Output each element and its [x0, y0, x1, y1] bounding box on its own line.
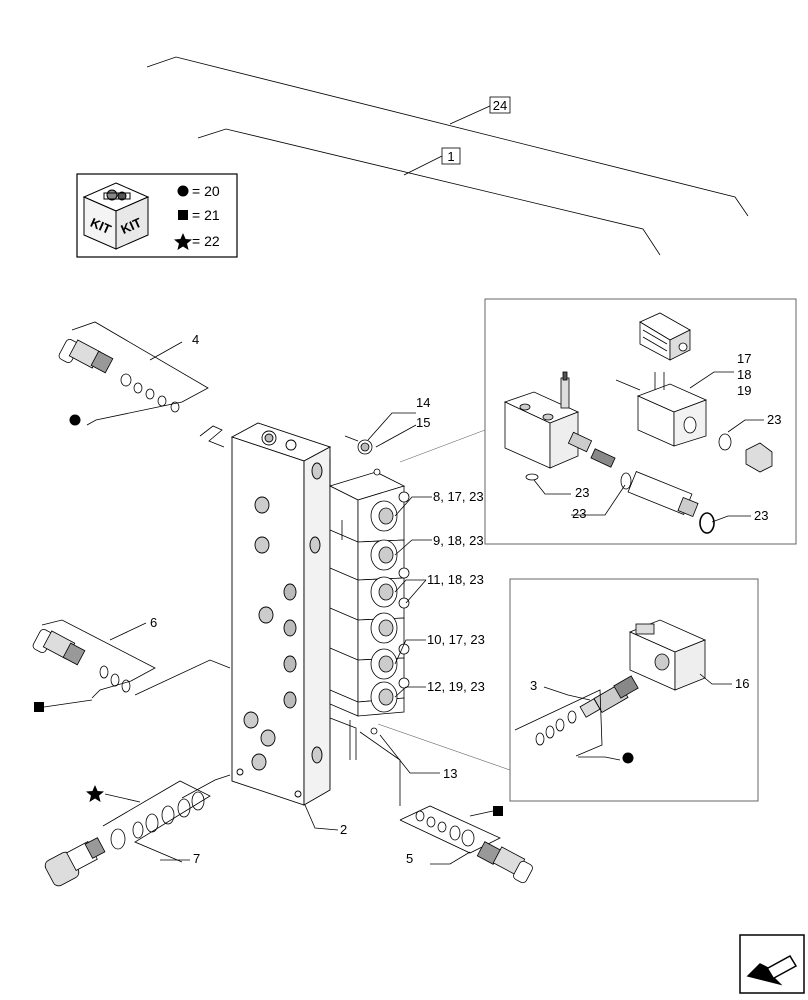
kit-legend-label-star: = 22	[192, 233, 220, 249]
leader-2	[304, 804, 339, 831]
assembly-bracket-24	[146, 56, 749, 217]
detail-cartridge-drawing	[514, 619, 707, 757]
part-5-relief-valve	[359, 731, 533, 884]
detail-leader-bottom	[377, 723, 511, 771]
leader-lines-detail-2	[543, 673, 732, 761]
callout-12[interactable]: 12, 19, 23	[427, 679, 485, 694]
callout-2[interactable]: 2	[340, 822, 347, 837]
leader-star-7	[104, 793, 141, 803]
callout-10[interactable]: 10, 17, 23	[427, 632, 485, 647]
callout-24[interactable]: 24	[493, 98, 507, 113]
callout-detail-17[interactable]: 17	[737, 351, 751, 366]
kit-legend-label-circle: = 20	[192, 183, 220, 199]
callout-detail-19[interactable]: 19	[737, 383, 751, 398]
circle-symbol-icon	[177, 185, 189, 197]
detail-leader-top	[399, 429, 486, 463]
part-2-valve-block	[230, 422, 332, 806]
part-6-relief-valve	[32, 619, 156, 699]
callout-16[interactable]: 16	[735, 676, 749, 691]
callout-1[interactable]: 1	[447, 149, 454, 164]
leader-lines-detail-1	[533, 371, 764, 523]
square-symbol-icon	[493, 806, 503, 816]
callout-detail-23-nut[interactable]: 23	[767, 412, 781, 427]
square-symbol-icon	[178, 210, 188, 220]
leader-square-5	[469, 810, 494, 817]
leader-lines-stack	[367, 412, 440, 774]
circle-symbol-icon	[622, 752, 634, 764]
star-symbol-icon	[86, 785, 104, 802]
callout-11[interactable]: 11, 18, 23	[427, 572, 484, 587]
leader-5	[430, 851, 471, 865]
kit-legend-label-square: = 21	[192, 207, 220, 223]
callout-3[interactable]: 3	[530, 678, 537, 693]
callout-7[interactable]: 7	[193, 851, 200, 866]
callout-5[interactable]: 5	[406, 851, 413, 866]
detail-solenoid-drawing	[503, 312, 773, 534]
kit-legend: KIT KIT = 20 = 21 = 22	[76, 173, 238, 258]
callout-box-24	[489, 96, 511, 114]
callout-15[interactable]: 15	[416, 415, 430, 430]
solenoid-stack	[328, 435, 410, 760]
callout-6[interactable]: 6	[150, 615, 157, 630]
leader-lines-left	[134, 425, 231, 799]
callout-box-1	[441, 147, 461, 165]
callout-detail-23-oring[interactable]: 23	[572, 506, 586, 521]
kit-box-icon	[82, 182, 150, 250]
square-symbol-icon	[34, 702, 44, 712]
leader-block-lines	[329, 717, 357, 760]
callout-8[interactable]: 8, 17, 23	[433, 489, 484, 504]
callout-detail-18[interactable]: 18	[737, 367, 751, 382]
arrow-next-page-icon[interactable]	[739, 934, 805, 994]
callout-9[interactable]: 9, 18, 23	[433, 533, 484, 548]
star-symbol-icon	[174, 233, 192, 250]
part-4-relief-valve	[58, 321, 209, 426]
callout-detail-23-washer[interactable]: 23	[575, 485, 589, 500]
assembly-bracket-1	[197, 128, 661, 256]
callout-4[interactable]: 4	[192, 332, 199, 347]
callout-14[interactable]: 14	[416, 395, 430, 410]
leader-square-6	[43, 699, 93, 708]
callout-detail-23-seal[interactable]: 23	[754, 508, 768, 523]
part-7-relief-valve	[44, 780, 211, 887]
circle-symbol-icon	[69, 414, 81, 426]
callout-13[interactable]: 13	[443, 766, 457, 781]
